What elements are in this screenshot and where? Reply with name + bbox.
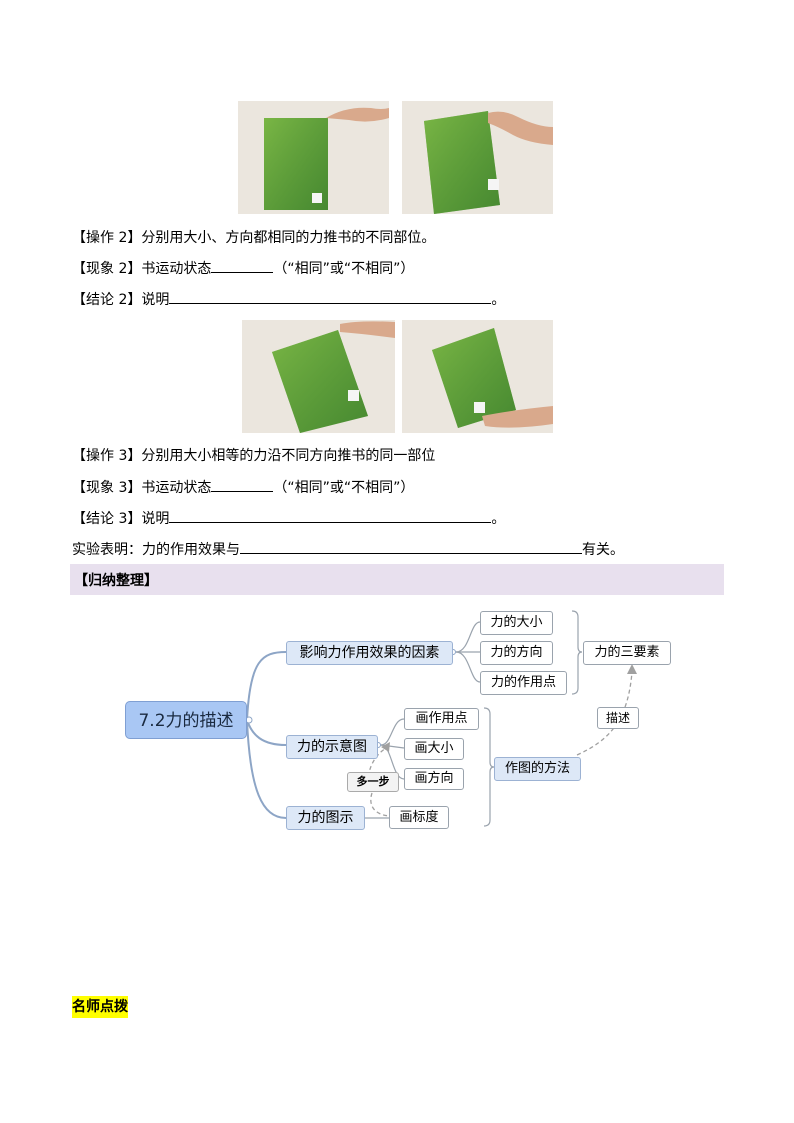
drawing-method-node[interactable]: 作图的方法 [494,757,581,781]
item-draw-direction[interactable]: 画方向 [404,768,464,790]
phenomenon-3: 【现象 3】书运动状态 （“相同”或“不相同”） [72,477,414,498]
phenomenon-2-suffix: （“相同”或“不相同”） [273,261,415,277]
branch-force-graphic[interactable]: 力的图示 [286,806,365,830]
book-photo-middle-left [242,320,395,433]
conclusion-2-suffix: 。 [491,292,506,308]
conclusion-3-suffix: 。 [491,511,506,527]
one-more-step-label[interactable]: 多一步 [347,772,399,792]
branch-force-diagram[interactable]: 力的示意图 [286,735,378,759]
item-draw-magnitude[interactable]: 画大小 [404,738,464,760]
conclusion-2-prefix: 【结论 2】说明 [72,292,170,308]
mindmap-connectors [245,610,637,827]
item-force-magnitude[interactable]: 力的大小 [480,611,553,635]
book-photo-top-right [402,101,553,214]
experiment-prefix: 实验表明：力的作用效果与 [72,542,240,558]
phenomenon-2: 【现象 2】书运动状态 （“相同”或“不相同”） [72,258,414,279]
mindmap-root[interactable]: 7.2力的描述 [125,701,247,739]
describe-label[interactable]: 描述 [597,707,639,729]
experiment-suffix: 有关。 [582,542,624,558]
teacher-tip-heading: 名师点拨 [72,996,128,1018]
conclusion-3-blank[interactable] [169,508,492,523]
conclusion-3-prefix: 【结论 3】说明 [72,511,170,527]
conclusion-2-blank[interactable] [169,289,492,304]
experiment-conclusion: 实验表明：力的作用效果与 有关。 [72,539,624,560]
book-photo-top-left [238,101,389,214]
item-draw-point[interactable]: 画作用点 [404,708,479,730]
book-photo-middle-right [402,320,553,433]
phenomenon-3-blank[interactable] [211,477,274,492]
item-point-of-application[interactable]: 力的作用点 [480,671,567,695]
summary-band: 【归纳整理】 [70,564,724,595]
operation-3: 【操作 3】分别用大小相等的力沿不同方向推书的同一部位 [72,448,436,464]
conclusion-2: 【结论 2】说明 。 [72,289,505,310]
experiment-blank[interactable] [240,539,582,554]
phenomenon-2-prefix: 【现象 2】书运动状态 [72,261,212,277]
three-elements-node[interactable]: 力的三要素 [583,641,671,665]
branch-factors[interactable]: 影响力作用效果的因素 [286,641,453,665]
item-force-direction[interactable]: 力的方向 [480,641,553,665]
conclusion-3: 【结论 3】说明 。 [72,508,505,529]
phenomenon-3-suffix: （“相同”或“不相同”） [273,480,415,496]
summary-heading: 【归纳整理】 [74,573,158,589]
item-draw-scale[interactable]: 画标度 [389,806,449,829]
phenomenon-2-blank[interactable] [211,258,274,273]
phenomenon-3-prefix: 【现象 3】书运动状态 [72,480,212,496]
operation-2: 【操作 2】分别用大小、方向都相同的力推书的不同部位。 [72,230,436,246]
